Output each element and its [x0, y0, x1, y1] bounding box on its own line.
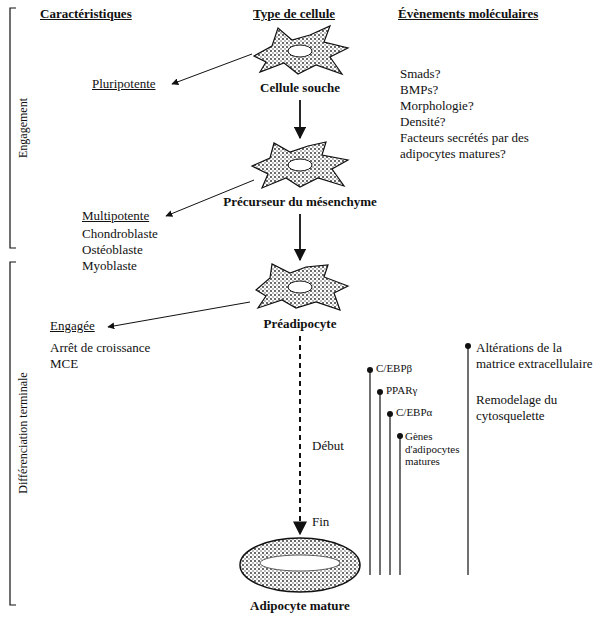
- column-header: Type de cellule: [253, 6, 335, 22]
- lineage-item: Myoblaste: [82, 258, 137, 274]
- stage-arrow: [299, 214, 301, 260]
- lineage-item: Chondroblaste: [82, 226, 158, 242]
- factor-label: Morphologie?: [400, 98, 474, 114]
- cell-type-label: Cellule souche: [250, 80, 350, 96]
- cell-shape: [250, 140, 350, 190]
- factor-label: Smads?: [400, 66, 440, 82]
- characteristic-item: MCE: [50, 356, 78, 372]
- cell-shape: [250, 262, 350, 312]
- potency-label: Pluripotente: [92, 76, 156, 92]
- stage-arrow: [299, 336, 301, 534]
- potency-label: Multipotente: [82, 208, 149, 224]
- stage-label: Fin: [312, 514, 329, 530]
- cell-type-label: Précurseur du mésenchyme: [219, 194, 381, 210]
- timeline-dot: [367, 343, 471, 439]
- cell-shape: [250, 26, 350, 76]
- phase-label: Engagement: [16, 18, 32, 238]
- factor-label: Densité?: [400, 114, 445, 130]
- stage-label: Début: [312, 438, 344, 454]
- gene-label: PPARγ: [386, 384, 417, 397]
- phase-label: Différenciation terminale: [16, 268, 32, 598]
- gene-label: C/EBPα: [396, 406, 432, 419]
- event-label: Remodelage du cytosquelette: [476, 392, 594, 423]
- gene-label: C/EBPβ: [376, 362, 412, 375]
- cell-node: Préadipocyte: [250, 262, 350, 334]
- column-header: Évènements moléculaires: [398, 6, 538, 22]
- cell-node: Adipocyte mature: [238, 536, 362, 616]
- potency-label: Engagée: [50, 318, 95, 334]
- characteristic-item: Arrêt de croissance: [50, 340, 150, 356]
- timeline: [370, 346, 468, 575]
- cell-type-label: Adipocyte mature: [238, 598, 362, 614]
- lineage-item: Ostéoblaste: [82, 242, 143, 258]
- cell-node: Cellule souche: [250, 26, 350, 98]
- cell-type-label: Préadipocyte: [250, 316, 350, 332]
- column-header: Caractéristiques: [40, 6, 132, 22]
- factor-label: BMPs?: [400, 82, 438, 98]
- factor-label: Facteurs secrétés par des adipocytes mat…: [400, 130, 550, 161]
- bracket: [10, 8, 16, 605]
- stage-arrow: [299, 100, 301, 138]
- leader-arrow: [108, 54, 254, 327]
- gene-label: Gènes d'adipocytes matures: [405, 430, 463, 468]
- event-label: Altérations de la matrice extracellulair…: [476, 340, 594, 371]
- cell-node: Précurseur du mésenchyme: [219, 140, 381, 212]
- adipocyte-shape: [238, 536, 362, 594]
